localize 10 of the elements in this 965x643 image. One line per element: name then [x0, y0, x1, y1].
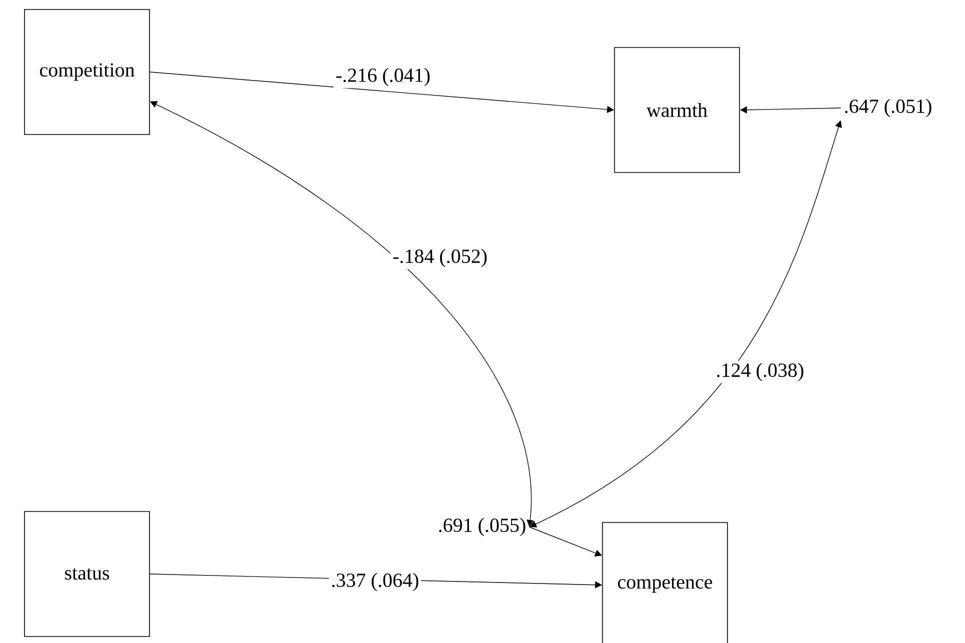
- variable-box: status: [24, 511, 150, 637]
- variance-label: .691 (.055): [439, 518, 526, 536]
- variable-box: competition: [24, 9, 150, 135]
- edge-label: -.184 (.052): [390, 246, 490, 270]
- edge-label: .124 (.038): [714, 360, 806, 384]
- edge-label: -.216 (.041): [334, 66, 432, 88]
- edge-label: .337 (.064): [328, 570, 422, 594]
- variable-box: competence: [602, 522, 728, 643]
- variance-label: .647 (.051): [845, 98, 932, 118]
- variable-box: warmth: [614, 47, 740, 173]
